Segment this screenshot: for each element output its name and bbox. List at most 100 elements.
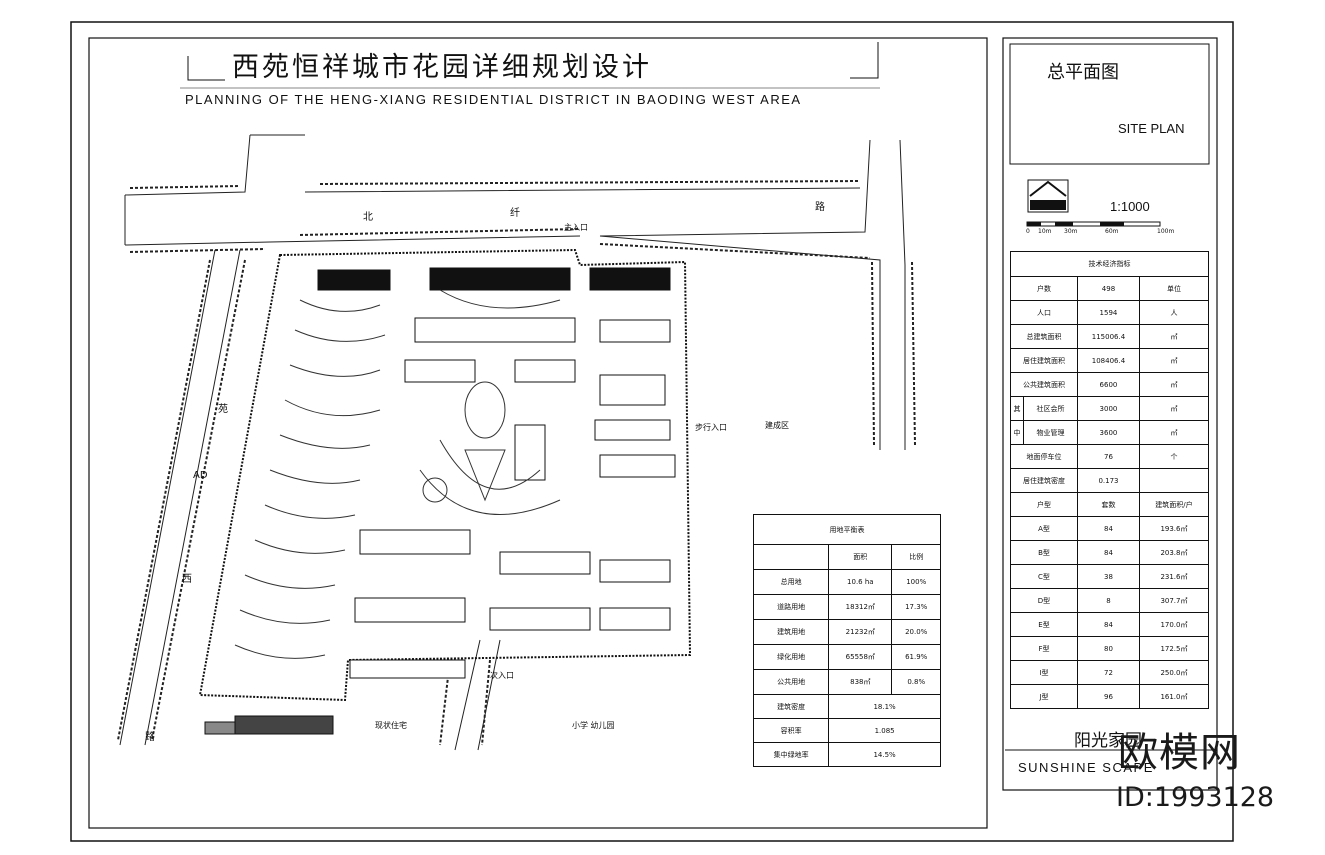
school-label: 小学 幼儿园	[572, 721, 615, 730]
drawing-frame	[88, 37, 988, 829]
tech-cell: ㎡	[1138, 372, 1210, 397]
type-cell: I型	[1010, 660, 1078, 685]
west-road-label: 路	[145, 732, 155, 743]
site-boundary	[198, 248, 692, 702]
land-use-cell: 61.9%	[891, 644, 941, 670]
type-header: 户型	[1010, 492, 1078, 517]
tech-cell: 人口	[1010, 300, 1078, 325]
type-header: 建筑面积/户	[1138, 492, 1210, 517]
tech-cell: 公共建筑面积	[1010, 372, 1078, 397]
watermark-brand: 欧模网	[1118, 730, 1241, 776]
land-use-cell: 绿化用地	[752, 644, 830, 670]
land-use-cell: 21232㎡	[828, 619, 893, 645]
north-road-label: 纤	[510, 208, 520, 219]
pedestrian-entrance-label: 步行入口	[695, 423, 727, 432]
west-road-label: 西	[182, 574, 192, 585]
north-road-label: 北	[363, 212, 373, 223]
site-plan-label-cn: 总平面图	[1047, 62, 1119, 83]
scale-bar	[1026, 221, 1161, 227]
scale-tick: 100m	[1157, 228, 1175, 235]
tech-cell: ㎡	[1138, 396, 1210, 421]
land-use-cell: 建筑密度	[752, 694, 830, 719]
type-cell: C型	[1010, 564, 1078, 589]
tech-cell: ㎡	[1138, 324, 1210, 349]
land-use-cell: 838㎡	[828, 669, 893, 695]
type-cell: 172.5㎡	[1138, 636, 1210, 661]
land-use-cell: 14.5%	[828, 742, 941, 767]
central-plaza	[419, 289, 561, 516]
tech-cell: 总建筑面积	[1010, 324, 1078, 349]
land-use-cell: 20.0%	[891, 619, 941, 645]
secondary-entrance-label: 次入口	[490, 671, 514, 680]
sunshine-logo	[1027, 179, 1069, 213]
land-use-cell: 容积率	[752, 718, 830, 743]
type-header: 套数	[1077, 492, 1140, 517]
tech-cell: 单位	[1138, 276, 1210, 301]
type-cell: F型	[1010, 636, 1078, 661]
type-cell: D型	[1010, 588, 1078, 613]
land-use-cell: 1.085	[828, 718, 941, 743]
land-use-header	[752, 544, 830, 570]
type-cell: 72	[1077, 660, 1140, 685]
land-use-table-title: 用地平衡表	[753, 514, 941, 545]
type-cell: 170.0㎡	[1138, 612, 1210, 637]
site-plan-label-en: SITE PLAN	[1118, 121, 1185, 136]
type-cell: A型	[1010, 516, 1078, 541]
tech-cell: 居住建筑密度	[1010, 468, 1078, 493]
building-blocks	[204, 267, 676, 735]
land-use-cell: 65558㎡	[828, 644, 893, 670]
tech-cell: 其	[1010, 396, 1024, 421]
tech-cell: 115006.4	[1077, 324, 1140, 349]
land-use-cell: 18.1%	[828, 694, 941, 719]
title-bracket-right	[850, 42, 879, 79]
type-cell: 307.7㎡	[1138, 588, 1210, 613]
land-use-cell: 建筑用地	[752, 619, 830, 645]
land-use-cell: 道路用地	[752, 594, 830, 620]
type-cell: 38	[1077, 564, 1140, 589]
title-english: PLANNING OF THE HENG-XIANG RESIDENTIAL D…	[185, 92, 802, 107]
residential-rows-west	[234, 299, 386, 659]
construction-area-label: 建成区	[765, 421, 789, 430]
type-cell: 8	[1077, 588, 1140, 613]
land-use-cell: 100%	[891, 569, 941, 595]
scale-tick: 0	[1026, 228, 1030, 235]
tech-cell: 地面停车位	[1010, 444, 1078, 469]
land-use-header: 比例	[891, 544, 941, 570]
west-road-label: AD	[193, 470, 208, 481]
tech-cell: 3600	[1077, 420, 1140, 445]
site-plan-box	[1009, 43, 1210, 165]
type-cell: 161.0㎡	[1138, 684, 1210, 709]
type-cell: 84	[1077, 612, 1140, 637]
type-cell: 231.6㎡	[1138, 564, 1210, 589]
type-cell: 250.0㎡	[1138, 660, 1210, 685]
tech-cell: 中	[1010, 420, 1024, 445]
main-entrance-label: 主入口	[564, 223, 588, 232]
tech-cell: 6600	[1077, 372, 1140, 397]
tech-cell: 人	[1138, 300, 1210, 325]
sunshine-title-en: SUNSHINE SCAPE	[1018, 760, 1154, 775]
tech-cell: 498	[1077, 276, 1140, 301]
tech-cell: 1594	[1077, 300, 1140, 325]
tech-cell: 物业管理	[1023, 420, 1078, 445]
land-use-cell: 17.3%	[891, 594, 941, 620]
north-road-label: 路	[815, 202, 825, 213]
title-chinese: 西苑恒祥城市花园详细规划设计	[232, 52, 652, 83]
tech-cell: 108406.4	[1077, 348, 1140, 373]
tech-cell	[1138, 468, 1210, 493]
tech-cell: 户数	[1010, 276, 1078, 301]
type-cell: 80	[1077, 636, 1140, 661]
tech-cell: 个	[1138, 444, 1210, 469]
outer-frame	[70, 21, 1234, 842]
type-cell: J型	[1010, 684, 1078, 709]
land-use-cell: 0.8%	[891, 669, 941, 695]
tech-cell: 3000	[1077, 396, 1140, 421]
tech-cell: 0.173	[1077, 468, 1140, 493]
type-cell: 193.6㎡	[1138, 516, 1210, 541]
title-bracket-left	[187, 56, 225, 81]
existing-housing-label: 现状住宅	[375, 721, 407, 730]
tech-cell: 居住建筑面积	[1010, 348, 1078, 373]
west-road-label: 苑	[218, 404, 228, 415]
tech-cell: 76	[1077, 444, 1140, 469]
